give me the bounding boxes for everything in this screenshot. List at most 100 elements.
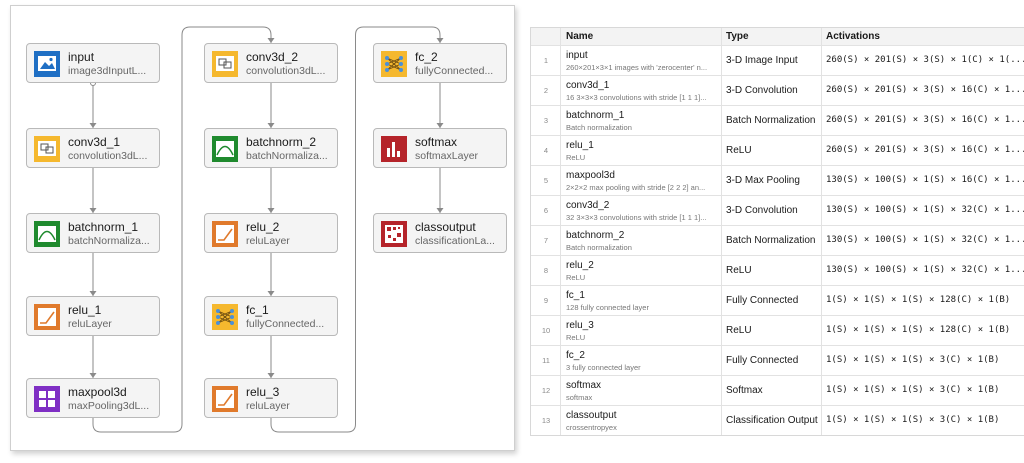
header-name[interactable]: Name bbox=[561, 28, 722, 45]
layer-description: 3 fully connected layer bbox=[566, 363, 641, 372]
layer-type: 3-D Max Pooling bbox=[726, 175, 800, 186]
row-index-cell: 12 bbox=[531, 376, 561, 405]
row-index-cell: 11 bbox=[531, 346, 561, 375]
layer-activations: 1(S) × 1(S) × 1(S) × 3(C) × 1(B) bbox=[826, 385, 1000, 395]
table-row[interactable]: 2 conv3d_1 16 3×3×3 convolutions with stri… bbox=[531, 76, 1024, 106]
layer-node-name: relu_2 bbox=[246, 220, 280, 234]
layer-name: batchnorm_1 bbox=[566, 110, 625, 121]
layer-type: Softmax bbox=[726, 385, 763, 396]
layer-node-name: batchnorm_1 bbox=[68, 220, 139, 234]
layer-name: conv3d_1 bbox=[566, 80, 610, 91]
layer-node-name: fc_2 bbox=[415, 50, 438, 64]
layer-name: fc_2 bbox=[566, 350, 585, 361]
row-index-cell: 10 bbox=[531, 316, 561, 345]
layer-type: ReLU bbox=[726, 145, 752, 156]
edge-arrowhead bbox=[89, 291, 97, 296]
layer-description: ReLU bbox=[566, 273, 586, 282]
layer-type: Fully Connected bbox=[726, 295, 799, 306]
row-index: 2 bbox=[543, 86, 549, 95]
table-row[interactable]: 11 fc_2 3 fully connected layer Fully Conne… bbox=[531, 346, 1024, 376]
row-activations-cell: 1(S) × 1(S) × 1(S) × 3(C) × 1(B) bbox=[822, 406, 1024, 435]
row-index-cell: 8 bbox=[531, 256, 561, 285]
row-index: 7 bbox=[543, 236, 549, 245]
image-input-icon bbox=[34, 51, 60, 77]
relu-icon bbox=[34, 304, 60, 330]
layer-description: Batch normalization bbox=[566, 243, 632, 252]
row-index: 8 bbox=[543, 266, 549, 275]
header-type[interactable]: Type bbox=[722, 28, 822, 45]
relu-icon bbox=[212, 386, 238, 412]
layer-name: softmax bbox=[566, 380, 602, 391]
edge-arrowhead bbox=[436, 208, 444, 213]
fully-connected-icon bbox=[212, 304, 238, 330]
layer-description: 260×201×3×1 images with 'zerocenter' n..… bbox=[566, 63, 708, 72]
layer-type: 3-D Image Input bbox=[726, 55, 798, 66]
layer-name: fc_1 bbox=[566, 290, 585, 301]
max-pooling-icon bbox=[34, 386, 60, 412]
edge-arrowhead bbox=[89, 373, 97, 378]
row-index: 4 bbox=[543, 146, 549, 155]
relu-icon bbox=[212, 221, 238, 247]
softmax-icon bbox=[381, 136, 407, 162]
layer-activations: 260(S) × 201(S) × 3(S) × 16(C) × 1... bbox=[826, 145, 1024, 155]
row-type-cell: 3-D Convolution bbox=[722, 196, 822, 225]
layer-activations: 260(S) × 201(S) × 3(S) × 1(C) × 1(... bbox=[826, 55, 1024, 65]
layer-node-type: convolution3dL... bbox=[246, 65, 326, 77]
row-index-cell: 6 bbox=[531, 196, 561, 225]
layer-type: ReLU bbox=[726, 265, 752, 276]
row-type-cell: Classification Output bbox=[722, 406, 822, 435]
layer-description: 2×2×2 max pooling with stride [2 2 2] an… bbox=[566, 183, 706, 192]
row-activations-cell: 130(S) × 100(S) × 1(S) × 32(C) × 1... bbox=[822, 196, 1024, 225]
row-index: 3 bbox=[543, 116, 549, 125]
layer-activations: 1(S) × 1(S) × 1(S) × 128(C) × 1(B) bbox=[826, 325, 1011, 335]
row-activations-cell: 260(S) × 201(S) × 3(S) × 1(C) × 1(... bbox=[822, 46, 1024, 75]
header-activations[interactable]: Activations bbox=[822, 28, 1024, 45]
layer-node-name: maxpool3d bbox=[68, 385, 127, 399]
layer-description: Batch normalization bbox=[566, 123, 632, 132]
layer-description: 16 3×3×3 convolutions with stride [1 1 1… bbox=[566, 93, 707, 102]
layer-node-name: input bbox=[68, 50, 95, 64]
row-name-cell: conv3d_1 16 3×3×3 convolutions with strid… bbox=[561, 76, 722, 105]
row-type-cell: ReLU bbox=[722, 256, 822, 285]
layer-description: ReLU bbox=[566, 153, 586, 162]
convolution-icon bbox=[34, 136, 60, 162]
row-type-cell: Fully Connected bbox=[722, 346, 822, 375]
row-activations-cell: 260(S) × 201(S) × 3(S) × 16(C) × 1... bbox=[822, 76, 1024, 105]
row-index-cell: 13 bbox=[531, 406, 561, 435]
row-index: 13 bbox=[541, 416, 551, 425]
row-activations-cell: 260(S) × 201(S) × 3(S) × 16(C) × 1... bbox=[822, 136, 1024, 165]
layer-node-type: reluLayer bbox=[246, 235, 290, 247]
layer-description: ReLU bbox=[566, 333, 586, 342]
row-type-cell: Fully Connected bbox=[722, 286, 822, 315]
